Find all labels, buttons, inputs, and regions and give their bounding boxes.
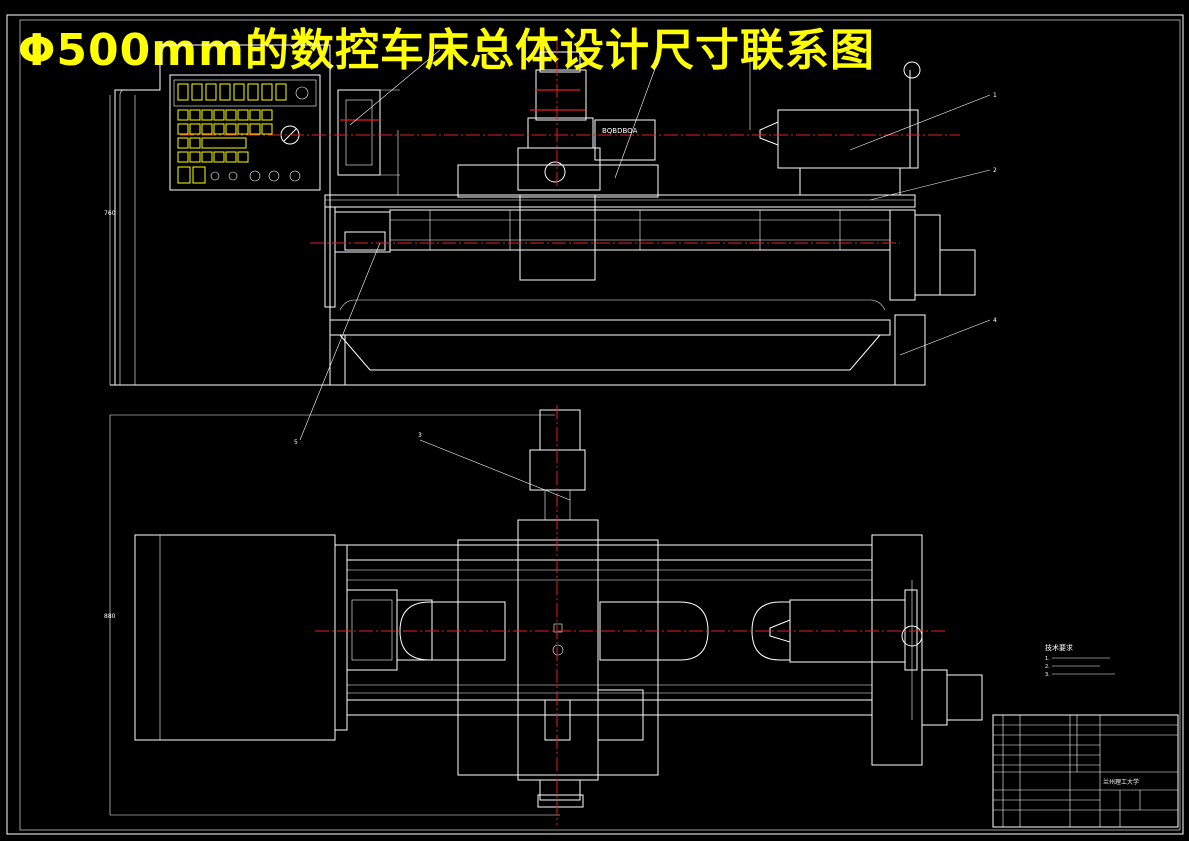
dim-width: 880 [104,613,116,620]
title-block: 兰州理工大学 [992,714,1179,828]
dim-height: 760 [104,210,116,217]
tech-req-2: 2. [1045,664,1050,670]
top-view: 880 [104,405,983,825]
technical-requirements: 技术要求 1. 2. 3. [1045,643,1115,678]
cnc-control-panel [169,74,321,191]
tech-requirements-title: 技术要求 [1045,643,1073,652]
tech-req-1: 1. [1045,656,1050,662]
motor-plate-label: BQBDBOA [602,127,638,135]
tech-req-3: 3. [1045,672,1050,678]
school-name: 兰州理工大学 [1103,778,1139,786]
inner-frame [19,19,1181,831]
callout-3: 3 [418,432,422,439]
callout-1: 1 [993,92,997,99]
front-view: BQBDBOA 1 2 4 5 [104,40,997,446]
callout-4: 4 [993,317,997,324]
drawing-frame [6,14,1184,835]
callout-2: 2 [993,167,997,174]
callout-5: 5 [294,439,298,446]
drawing-title: Φ500mm的数控车床总体设计尺寸联系图 [18,25,875,76]
